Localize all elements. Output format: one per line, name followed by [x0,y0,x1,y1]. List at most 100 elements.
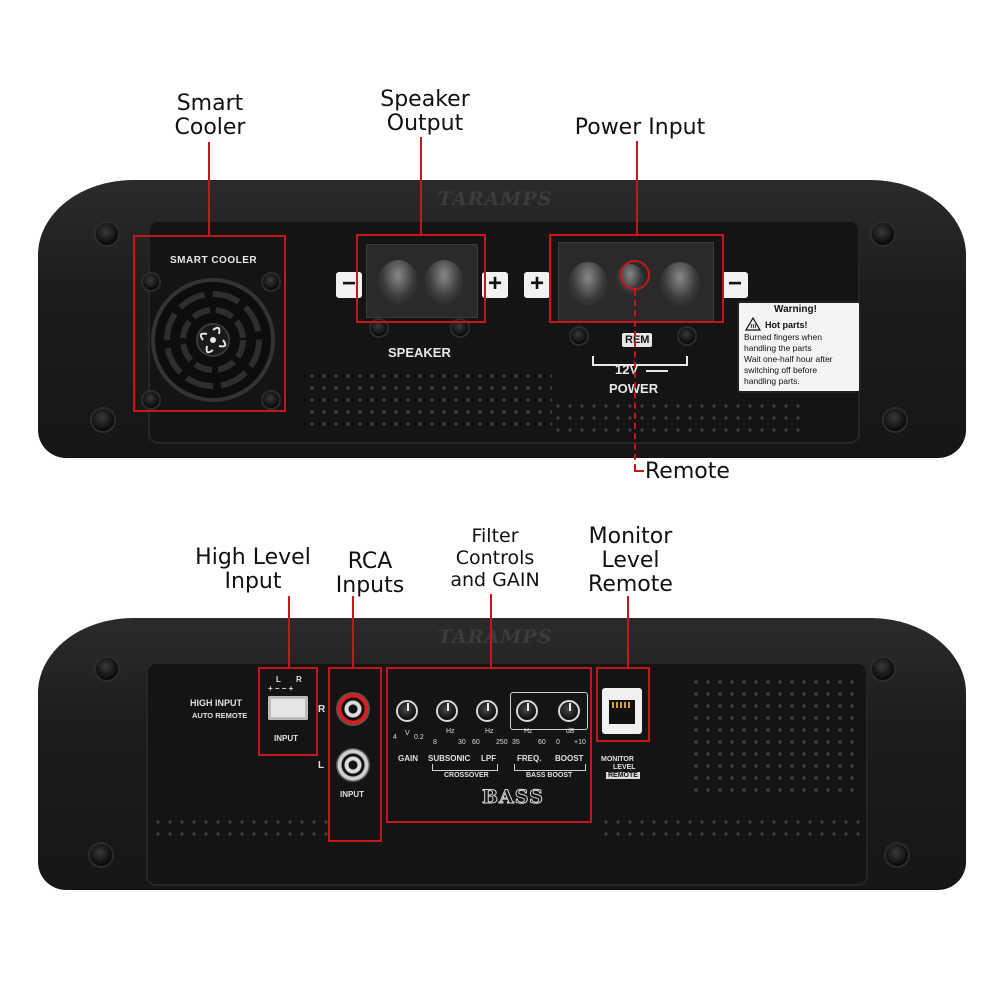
rca-input-label: INPUT [340,790,364,799]
screw-icon [571,328,587,344]
high-input-polarity: + − − + [268,684,294,693]
rj-port[interactable] [602,688,642,734]
leader-line [420,137,422,234]
subsonic-label: SUBSONIC [428,754,471,763]
freq-label: FREQ. [517,754,542,763]
warning-heading: Hot parts! [765,320,808,330]
warning-line: switching off before [744,365,818,375]
knob-scale: 60 [472,739,480,746]
brand-logo-top: TARAMPS [438,188,553,210]
crossover-bracket [432,764,498,771]
knob-scale: V [405,730,410,737]
speaker-terminal-plus [424,260,464,304]
knob-scale: 8 [433,739,437,746]
rem-label: REM [622,333,653,347]
auto-remote-label: AUTO REMOTE [192,711,248,720]
high-input-title: HIGH INPUT [190,698,243,708]
highlight-speaker-output [356,234,486,323]
leader-line [208,142,210,235]
screw-icon [143,392,159,408]
knob-scale: Hz [485,728,494,735]
speaker-label: SPEAKER [388,345,451,360]
speaker-terminal-minus [378,260,418,304]
knob-scale: 250 [496,739,508,746]
warning-sticker: Warning! Hot parts! Burned fingers when … [737,301,861,393]
warning-line: handling parts. [744,376,800,386]
lpf-knob[interactable] [476,700,498,722]
screw-icon [886,844,908,866]
leader-line [636,141,638,234]
crossover-label: CROSSOVER [444,772,489,779]
rca-r-label: R [318,704,326,715]
lpf-label: LPF [481,754,497,763]
remote-label: REMOTE [606,772,640,779]
high-input-l-label: L [276,675,281,684]
highlight-filter-controls [386,667,592,823]
bass-boost-bracket [514,764,586,771]
fan-icon [151,278,275,402]
high-input-connector[interactable] [268,696,308,720]
knob-scale: 35 [512,739,520,746]
screw-icon [90,844,112,866]
remote-leader-dashed [634,290,636,470]
warning-line: handling the parts [744,343,812,353]
high-input-r-label: R [296,675,302,684]
rca-jack-left[interactable] [336,748,370,782]
hot-surface-warning-icon [745,317,761,331]
bass-boost-label: BASS BOOST [526,772,573,779]
highlight-smart-cooler [133,235,286,412]
knob-scale: dB [566,728,575,735]
callout-smart-cooler: Smart Cooler [174,91,246,140]
warning-line: Wait one-half hour after [744,354,833,364]
vent-grille [690,676,860,796]
subsonic-knob[interactable] [436,700,458,722]
power-label: POWER [609,381,659,396]
boost-knob[interactable] [558,700,580,722]
power-terminal-plus [568,262,608,306]
warning-title: Warning! [774,304,817,315]
callout-high-level-input: High Level Input [195,545,311,594]
leader-line [627,596,629,667]
freq-knob[interactable] [516,700,538,722]
power-terminal-minus [660,262,700,306]
highlight-monitor-level [596,667,650,742]
callout-power-input: Power Input [574,115,706,140]
power-minus-sign: − [722,272,748,298]
rca-l-label: L [318,760,325,771]
highlight-power-input [549,234,724,323]
screw-icon [884,409,906,431]
knob-scale: 0 [556,739,560,746]
gain-label: GAIN [398,754,418,763]
screw-icon [452,320,468,336]
vent-grille [600,816,860,840]
screw-icon [872,658,894,680]
screw-icon [143,274,159,290]
speaker-plus-sign: + [482,272,508,298]
knob-scale: 30 [458,739,466,746]
bass-label: BASS [482,786,544,809]
smart-cooler-label: SMART COOLER [170,255,258,266]
brand-logo-bottom: TARAMPS [438,626,553,648]
vent-grille [152,816,328,840]
callout-filter-controls: Filter Controls and GAIN [450,525,540,591]
leader-line [352,596,354,667]
rca-jack-right[interactable] [336,692,370,726]
knob-scale: Hz [446,728,455,735]
screw-icon [263,392,279,408]
gain-knob[interactable] [396,700,418,722]
knob-scale: Hz [524,728,533,735]
screw-icon [92,409,114,431]
knob-scale: 0.2 [414,734,424,741]
monitor-label: MONITOR [601,756,634,763]
boost-label: BOOST [555,754,584,763]
callout-speaker-output: Speaker Output [380,87,470,136]
warning-line: Burned fingers when [744,332,822,342]
screw-icon [872,223,894,245]
remote-leader-tick [634,470,644,472]
knob-scale: 4 [393,734,397,741]
callout-remote: Remote [645,459,730,484]
screw-icon [96,658,118,680]
level-label: LEVEL [613,764,636,771]
leader-line [288,596,290,667]
bass-boost-frame [510,692,588,730]
